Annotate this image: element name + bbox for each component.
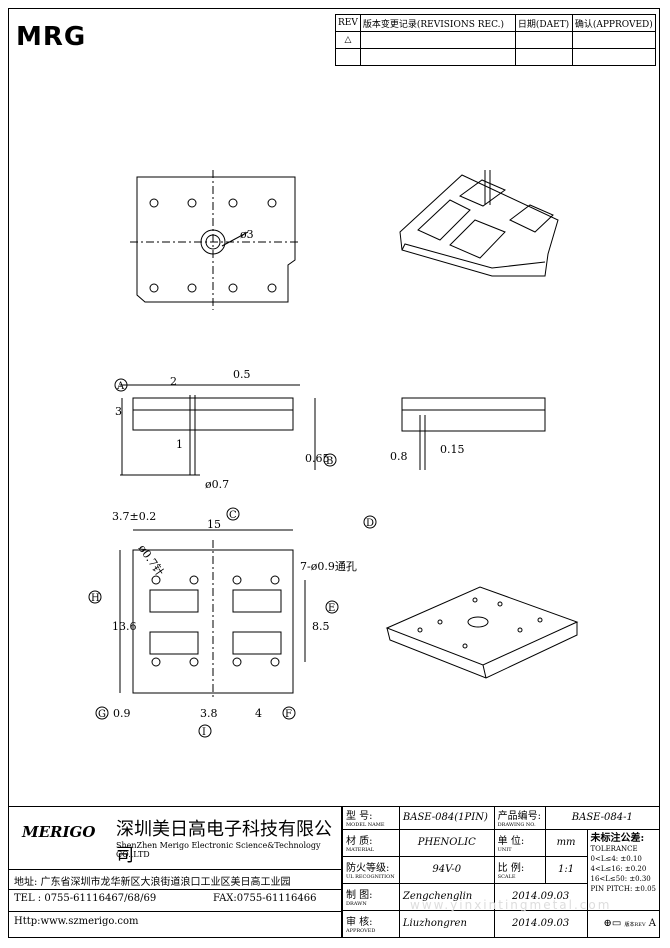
tolerance-title: 未标注公差: xyxy=(590,832,645,844)
projection-icon: ⊕▭ xyxy=(603,918,622,930)
watermark: www.yinxintingmetal.com xyxy=(410,898,612,912)
label-C: C xyxy=(229,510,237,521)
dim-pin: ø0.7 xyxy=(205,478,229,491)
dim-8-5: 8.5 xyxy=(312,620,330,633)
label-H: H xyxy=(91,593,100,604)
approved-label: 审 核: xyxy=(346,917,373,929)
top-view xyxy=(130,170,300,310)
label-E: E xyxy=(328,603,335,614)
label-D: D xyxy=(366,518,374,529)
dim-center-hole: ø3 xyxy=(240,228,254,241)
title-block: 型 号:MODEL NAME BASE-084(1PIN) 产品编号:DRAWI… xyxy=(342,806,661,939)
version-value: A xyxy=(648,918,656,930)
dim-0-15: 0.15 xyxy=(440,443,465,456)
isometric-bottom xyxy=(385,586,579,679)
technical-drawing: ø3 A 2 0.5 3 1 0.65 B ø0.7 3.7±0.2 0.8 0… xyxy=(88,170,579,738)
side-view xyxy=(401,397,546,470)
label-I: I xyxy=(202,727,206,738)
dim-0-8: 0.8 xyxy=(390,450,408,463)
dim-1: 1 xyxy=(176,438,183,451)
approved-value: Liuzhongren xyxy=(398,909,495,939)
company-tel: TEL : 0755-61116467/68/69 xyxy=(14,893,157,904)
label-F: F xyxy=(285,709,292,720)
company-fax: FAX:0755-61116466 xyxy=(213,893,317,904)
revision-table: REV 版本变更记录(REVISIONS REC.) 日期(DAET) 确认(A… xyxy=(335,14,656,66)
dim-pin-label: ø0.7针 xyxy=(136,542,168,579)
scale-value: 1:1 xyxy=(544,855,588,884)
unit-value: mm xyxy=(544,828,588,857)
dim-2: 2 xyxy=(170,375,177,388)
front-view xyxy=(120,384,316,476)
drawing-border xyxy=(8,8,660,938)
drawing-no-value: BASE-084-1 xyxy=(544,806,661,830)
dim-4: 4 xyxy=(255,707,262,720)
material-value: PHENOLIC xyxy=(398,828,495,857)
dim-3: 3 xyxy=(115,405,122,418)
model-label: 型 号: xyxy=(346,811,373,823)
label-B: B xyxy=(326,456,333,467)
dim-13-6: 13.6 xyxy=(112,620,137,633)
material-label: 材 质: xyxy=(346,836,373,848)
company-website: Http:www.szmerigo.com xyxy=(14,916,139,927)
mrg-logo: MRG xyxy=(16,22,87,52)
fire-value: 94V-0 xyxy=(398,855,495,884)
dim-3-7: 3.7±0.2 xyxy=(112,510,156,523)
fire-label: 防火等级: xyxy=(346,863,390,875)
dim-0-5: 0.5 xyxy=(233,368,251,381)
company-block: MERIGO 深圳美日高电子科技有限公司 ShenZhen Merigo Ele… xyxy=(8,806,342,938)
bottom-view xyxy=(119,529,306,700)
unit-label: 单 位: xyxy=(497,836,525,848)
isometric-top xyxy=(399,170,559,277)
dim-15: 15 xyxy=(207,518,221,531)
dim-holes: 7-ø0.9通孔 xyxy=(300,560,357,573)
model-value: BASE-084(1PIN) xyxy=(398,806,495,830)
merigo-logo: MERIGO xyxy=(22,823,96,841)
dim-0-9: 0.9 xyxy=(113,707,131,720)
company-address: 地址: 广东省深圳市龙华新区大浪街道浪口工业区美日高工业园 xyxy=(14,877,291,888)
drawn-label: 制 图: xyxy=(346,890,373,902)
label-G: G xyxy=(98,709,106,720)
approved-date: 2014.09.03 xyxy=(493,909,588,939)
label-A: A xyxy=(116,381,125,392)
scale-label: 比 例: xyxy=(497,863,525,875)
dim-0-65: 0.65 xyxy=(305,452,330,465)
drawing-no-label: 产品编号: xyxy=(497,811,542,823)
dim-3-8: 3.8 xyxy=(200,707,218,720)
company-name-cn: 深圳美日高电子科技有限公司 xyxy=(116,819,332,866)
company-name-en: ShenZhen Merigo Electronic Science&Techn… xyxy=(116,841,321,859)
